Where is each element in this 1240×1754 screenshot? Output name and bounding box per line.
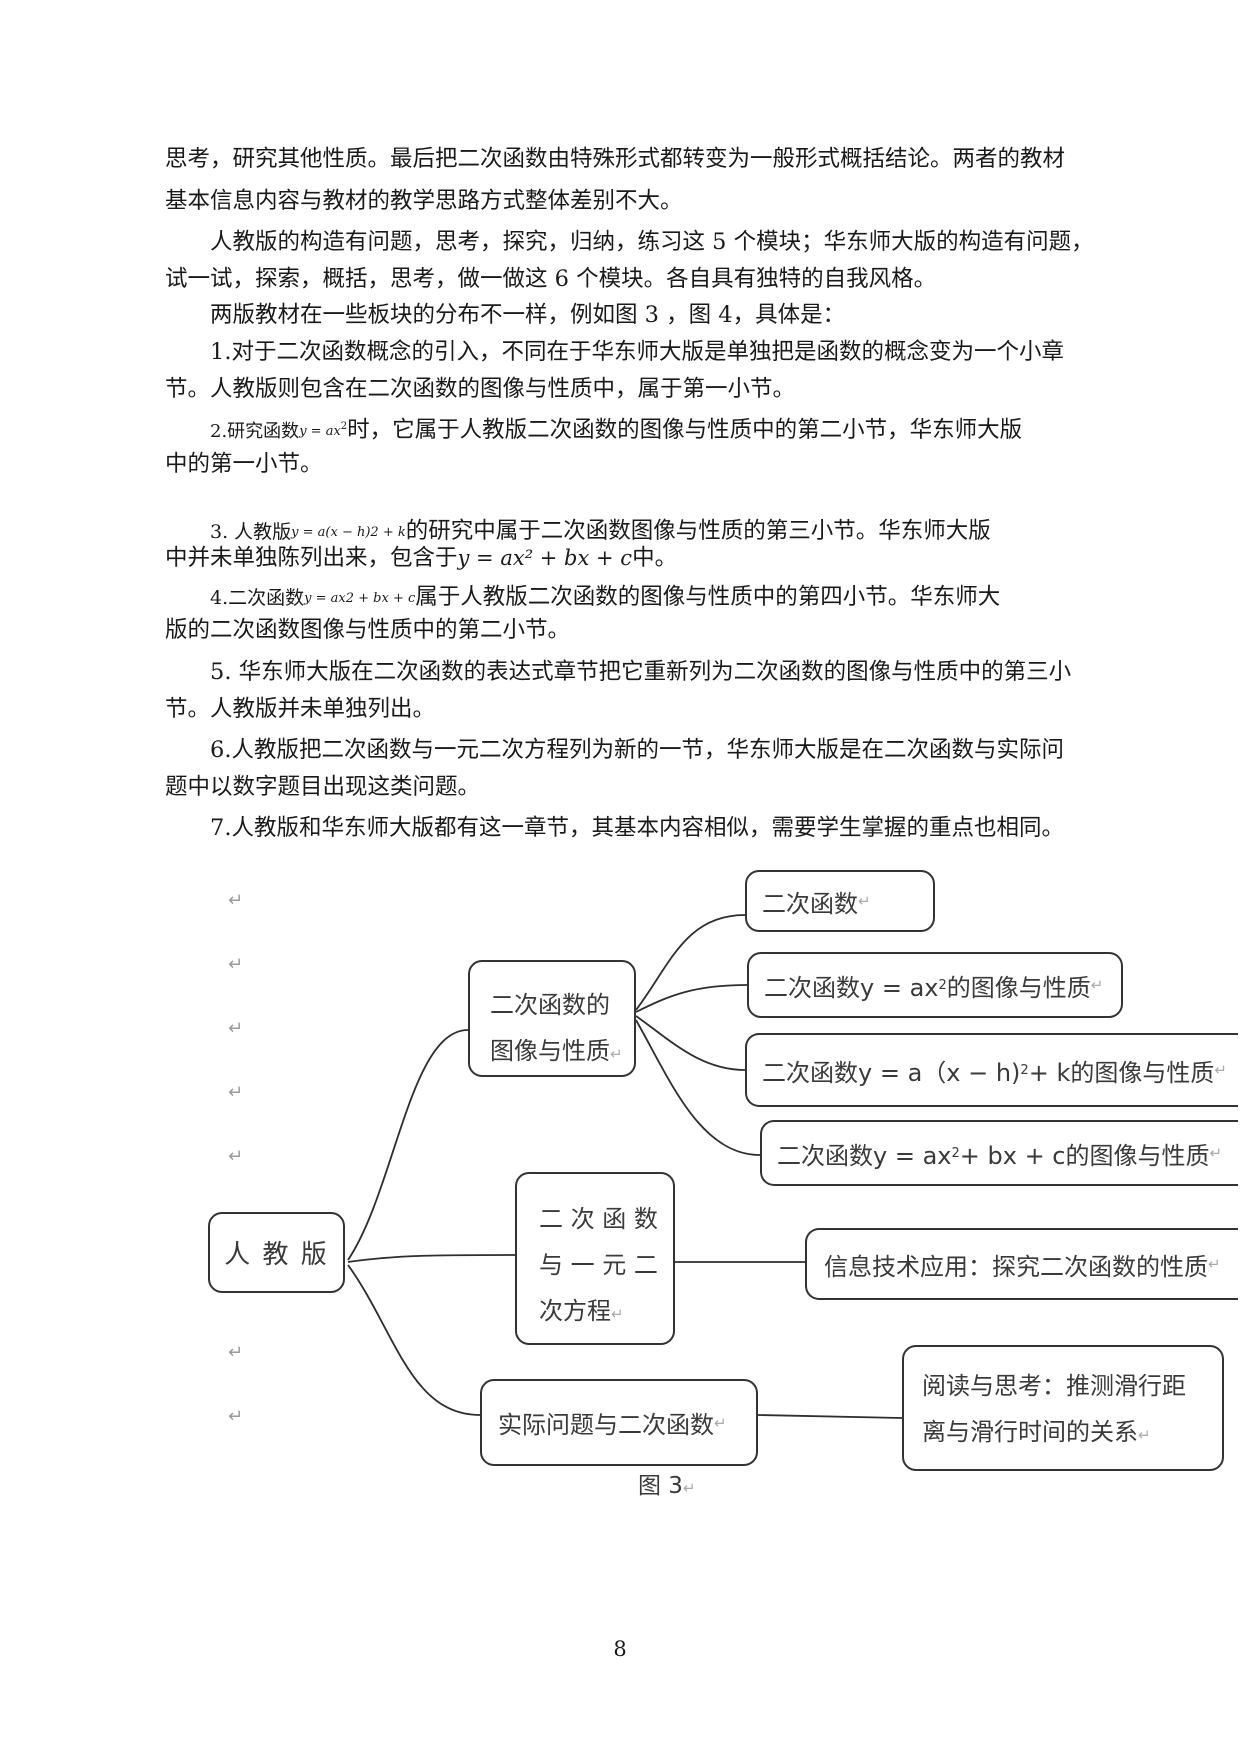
figure-caption-text: 图 3 — [638, 1473, 683, 1499]
return-mark: ↵ — [228, 1406, 244, 1427]
leaf-label-text: + k的图像与性质 — [1028, 1058, 1215, 1087]
branch-label-line: 二次函数的 — [490, 991, 610, 1019]
return-mark: ↵ — [1138, 1426, 1151, 1444]
inline-formula: y = ax — [299, 424, 341, 439]
text-line-formula: 中并未单独陈列出来，包含于y = ax² + bx + c中。 — [165, 545, 677, 571]
leaf-label-line: 离与滑行时间的关系↵ — [922, 1409, 1222, 1458]
text-line: 5. 华东师大版在二次函数的表达式章节把它重新列为二次函数的图像与性质中的第三小 — [210, 659, 1072, 685]
text-line-formula: 3. 人教版y = a(x − h)2 + k的研究中属于二次函数图像与性质的第… — [210, 518, 991, 546]
branch-label-text: 图像与性质 — [490, 1037, 610, 1065]
leaf-superscript: 2 — [951, 1145, 960, 1161]
return-mark: ↵ — [228, 1018, 244, 1039]
return-mark: ↵ — [228, 954, 244, 975]
inline-formula: y = a(x − h)2 + k — [291, 525, 406, 540]
connector-branch1-leaf4 — [635, 1019, 761, 1156]
inline-formula: y = ax2 + bx + c — [304, 591, 416, 606]
return-mark: ↵ — [714, 1413, 727, 1432]
mindmap-root: 人 教 版 — [208, 1212, 345, 1293]
leaf-label-text: 二次函数y = a（x − h) — [762, 1058, 1021, 1087]
figure-caption: 图 3↵ — [638, 1466, 696, 1500]
formula-superscript: 2 — [340, 421, 348, 432]
connector-branch3-leaf6 — [757, 1414, 903, 1419]
branch-label-line: 图像与性质↵ — [490, 1028, 634, 1077]
leaf-label-text: 二次函数 — [762, 889, 858, 918]
branch-label-text: 次方程 — [539, 1297, 611, 1325]
connector-branch1-leaf2 — [635, 984, 748, 1013]
text-fragment: 4.二次函数 — [210, 587, 305, 609]
branch-label-line: 次方程↵ — [539, 1288, 673, 1337]
mindmap-leaf-quadratic-function: 二次函数↵ — [745, 870, 935, 932]
return-mark: ↵ — [228, 1342, 244, 1363]
connector-root-branch2 — [347, 1254, 516, 1263]
mindmap-branch-practical-problems: 实际问题与二次函数↵ — [480, 1379, 758, 1466]
text-fragment: 的研究中属于二次函数图像与性质的第三小节。华东师大版 — [405, 518, 991, 544]
leaf-label-line: 阅读与思考：推测滑行距 — [922, 1372, 1186, 1400]
mindmap-branch-graph-properties: 二次函数的 图像与性质↵ — [468, 960, 636, 1077]
leaf-superscript: 2 — [1020, 1062, 1029, 1078]
connector-branch1-leaf3 — [635, 1015, 746, 1071]
text-fragment: 2.研究函数 — [210, 421, 300, 442]
return-mark: ↵ — [228, 890, 244, 911]
text-line: 中的第一小节。 — [165, 451, 323, 477]
inline-formula: y = ax² + bx + c — [457, 546, 633, 570]
text-line: 基本信息内容与教材的教学思路方式整体差别不大。 — [165, 188, 683, 214]
mindmap-leaf-reading-thinking: 阅读与思考：推测滑行距 离与滑行时间的关系↵ — [902, 1345, 1224, 1471]
text-fragment: 中。 — [632, 545, 678, 571]
text-line: 7.人教版和华东师大版都有这一章节，其基本内容相似，需要学生掌握的重点也相同。 — [210, 815, 1064, 841]
text-line: 思考，研究其他性质。最后把二次函数由特殊形式都转变为一般形式概括结论。两者的教材 — [165, 146, 1066, 172]
text-line-formula: 2.研究函数y = ax2时，它属于人教版二次函数的图像与性质中的第二小节，华东… — [210, 414, 1022, 445]
return-mark: ↵ — [1209, 1144, 1223, 1162]
text-line-formula: 4.二次函数y = ax2 + bx + c属于人教版二次函数的图像与性质中的第… — [210, 584, 1000, 612]
text-line: 版的二次函数图像与性质中的第二小节。 — [165, 617, 571, 643]
branch-label-line: 二 次 函 数 — [539, 1205, 658, 1233]
leaf-label-text: 的图像与性质 — [946, 973, 1091, 1002]
text-line: 6.人教版把二次函数与一元二次方程列为新的一节，华东师大版是在二次函数与实际问 — [210, 737, 1064, 763]
leaf-label-text: 离与滑行时间的关系 — [922, 1418, 1138, 1446]
leaf-label-text: 二次函数y = ax — [764, 973, 939, 1002]
branch-label-line: 与 一 元 二 — [539, 1251, 658, 1279]
text-line: 节。人教版则包含在二次函数的图像与性质中，属于第一小节。 — [165, 376, 796, 402]
text-line: 试一试，探索，概括，思考，做一做这 6 个模块。各自具有独特的自我风格。 — [165, 266, 937, 292]
return-mark: ↵ — [682, 1479, 696, 1497]
return-mark: ↵ — [228, 1146, 244, 1167]
text-line: 节。人教版并未单独列出。 — [165, 696, 436, 722]
return-mark: ↵ — [858, 892, 871, 910]
text-fragment: 中并未单独陈列出来，包含于 — [165, 545, 458, 571]
leaf-superscript: 2 — [938, 977, 947, 993]
text-line: 题中以数字题目出现这类问题。 — [165, 774, 481, 800]
text-line: 人教版的构造有问题，思考，探究，归纳，练习这 5 个模块；华东师大版的构造有问题… — [210, 229, 1094, 255]
leaf-label-text: 二次函数y = ax — [777, 1141, 952, 1170]
return-mark: ↵ — [1214, 1061, 1227, 1079]
text-line: 1.对于二次函数概念的引入，不同在于华东师大版是单独把是函数的概念变为一个小章 — [210, 339, 1064, 365]
branch-label-text: 实际问题与二次函数 — [498, 1411, 714, 1439]
text-fragment: 属于人教版二次函数的图像与性质中的第四小节。华东师大 — [415, 584, 1001, 610]
text-fragment: 时，它属于人教版二次函数的图像与性质中的第二小节，华东师大版 — [347, 417, 1023, 443]
return-mark: ↵ — [1090, 976, 1104, 994]
leaf-label-text: 信息技术应用：探究二次函数的性质 — [824, 1252, 1208, 1281]
mindmap-root-label: 人 教 版 — [224, 1240, 329, 1270]
mindmap-leaf-vertex-form: 二次函数y = a（x − h)2 + k的图像与性质↵ — [745, 1033, 1238, 1107]
text-line: 两版教材在一些板块的分布不一样，例如图 3 ，图 4，具体是： — [210, 302, 846, 328]
return-mark: ↵ — [228, 1082, 244, 1103]
page-number: 8 — [613, 1637, 627, 1661]
connector-branch1-leaf1 — [635, 914, 746, 1011]
connector-root-branch1 — [347, 1029, 469, 1261]
leaf-label-text: + bx + c的图像与性质 — [959, 1141, 1210, 1170]
mindmap-leaf-info-tech: 信息技术应用：探究二次函数的性质↵ — [805, 1228, 1238, 1300]
return-mark: ↵ — [610, 1045, 623, 1063]
mindmap-branch-quadratic-equation: 二 次 函 数 与 一 元 二 次方程↵ — [515, 1172, 675, 1345]
connector-root-branch3 — [347, 1264, 481, 1416]
return-mark: ↵ — [1208, 1255, 1221, 1273]
text-fragment: 3. 人教版 — [210, 521, 292, 543]
return-mark: ↵ — [611, 1305, 624, 1323]
